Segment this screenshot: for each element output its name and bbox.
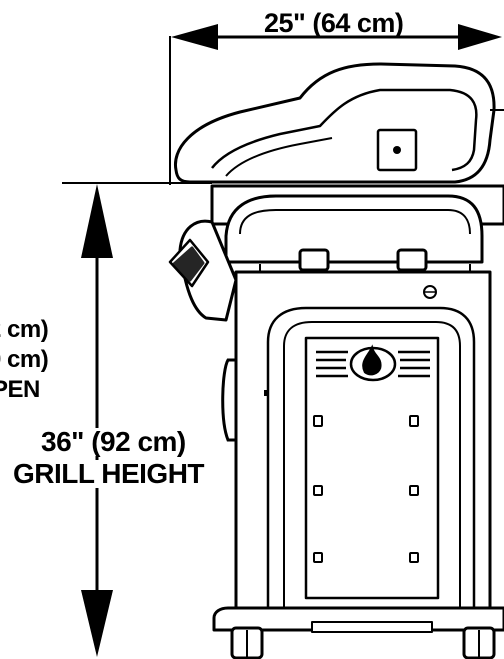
side-shelf-edge [221, 358, 238, 442]
height-dimension-label: 36" (92 cm) [38, 428, 189, 456]
grill-base [212, 606, 504, 659]
grill-lid [173, 62, 504, 184]
width-arrow-right [458, 24, 502, 50]
width-dimension [169, 24, 502, 185]
grill-cookbox [210, 184, 504, 272]
height-dimension [62, 182, 212, 657]
grill-height-caption: GRILL HEIGHT [10, 460, 208, 488]
height-arrow-bottom [81, 590, 113, 657]
door-fasteners [313, 415, 419, 563]
door-vent [316, 344, 430, 382]
lid-open-dimension-line1: 2 cm) [0, 316, 49, 343]
grill-cart [234, 270, 492, 612]
lid-open-dimension-line2: 0 cm) [0, 346, 49, 373]
control-knob [168, 219, 238, 322]
width-dimension-label: 25" (64 cm) [264, 8, 404, 38]
lid-open-dimension-line3: PEN [0, 376, 40, 403]
height-arrow-top [81, 184, 113, 258]
width-arrow-left [171, 24, 218, 50]
